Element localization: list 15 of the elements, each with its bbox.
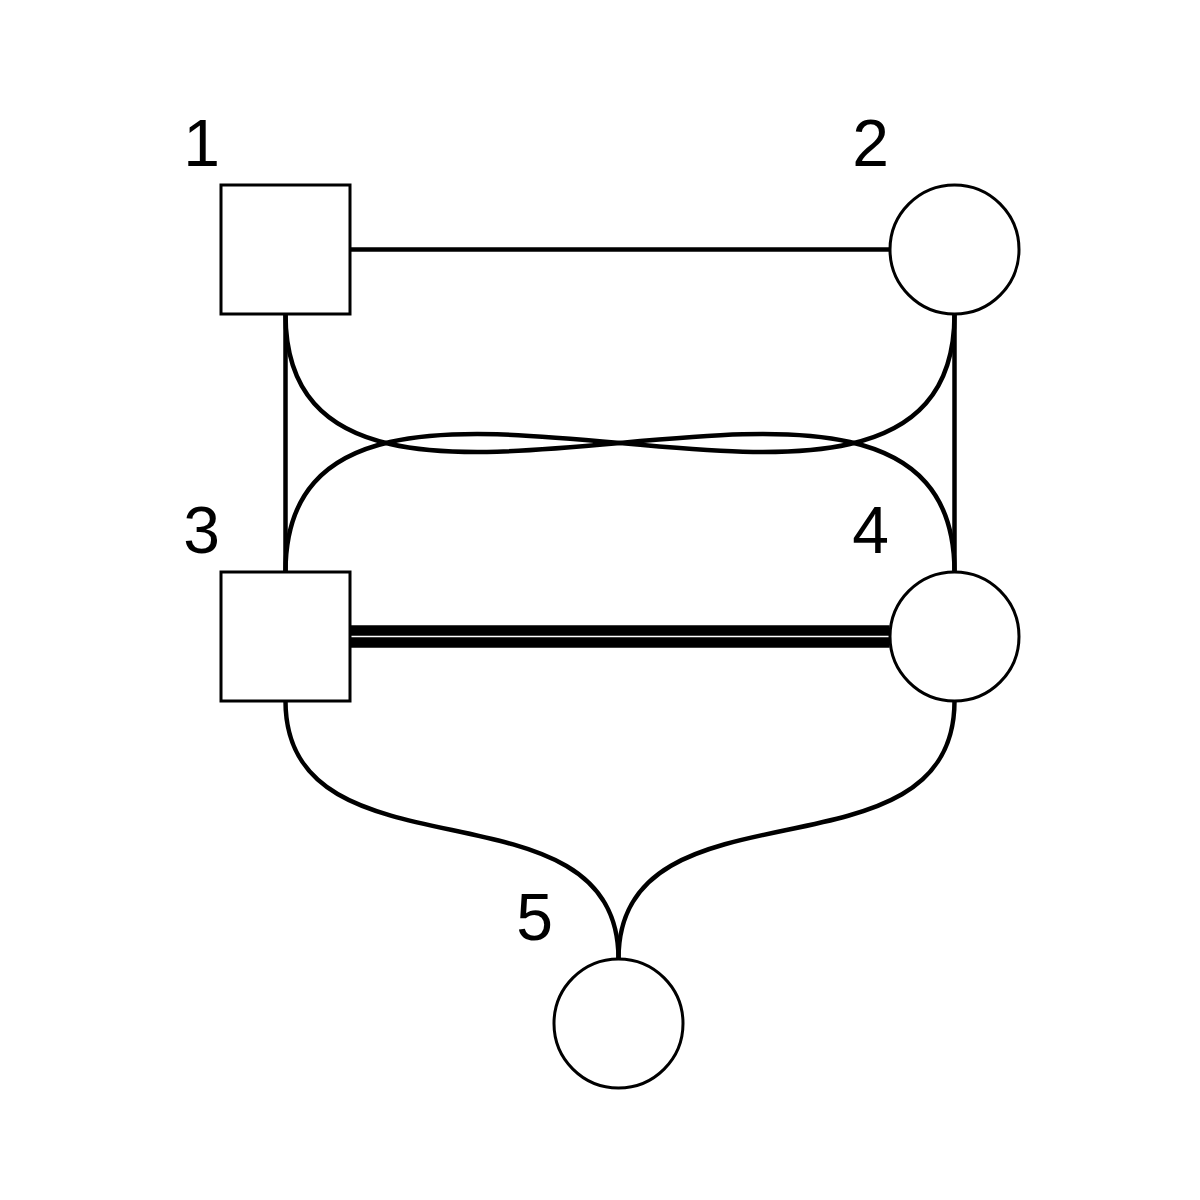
connector <box>951 313 957 572</box>
node-circle <box>888 570 1020 702</box>
node-circle <box>552 957 684 1089</box>
node-label: 4 <box>851 492 889 567</box>
node-label: 3 <box>182 492 220 567</box>
connector <box>350 246 890 252</box>
node-circle <box>888 183 1020 315</box>
node-box <box>219 570 351 702</box>
connector <box>350 624 890 648</box>
node-label: 5 <box>515 879 553 954</box>
node-box <box>219 183 351 315</box>
node-label: 1 <box>182 105 220 180</box>
connector <box>282 313 957 572</box>
node-label: 2 <box>851 105 889 180</box>
connector <box>615 700 957 959</box>
